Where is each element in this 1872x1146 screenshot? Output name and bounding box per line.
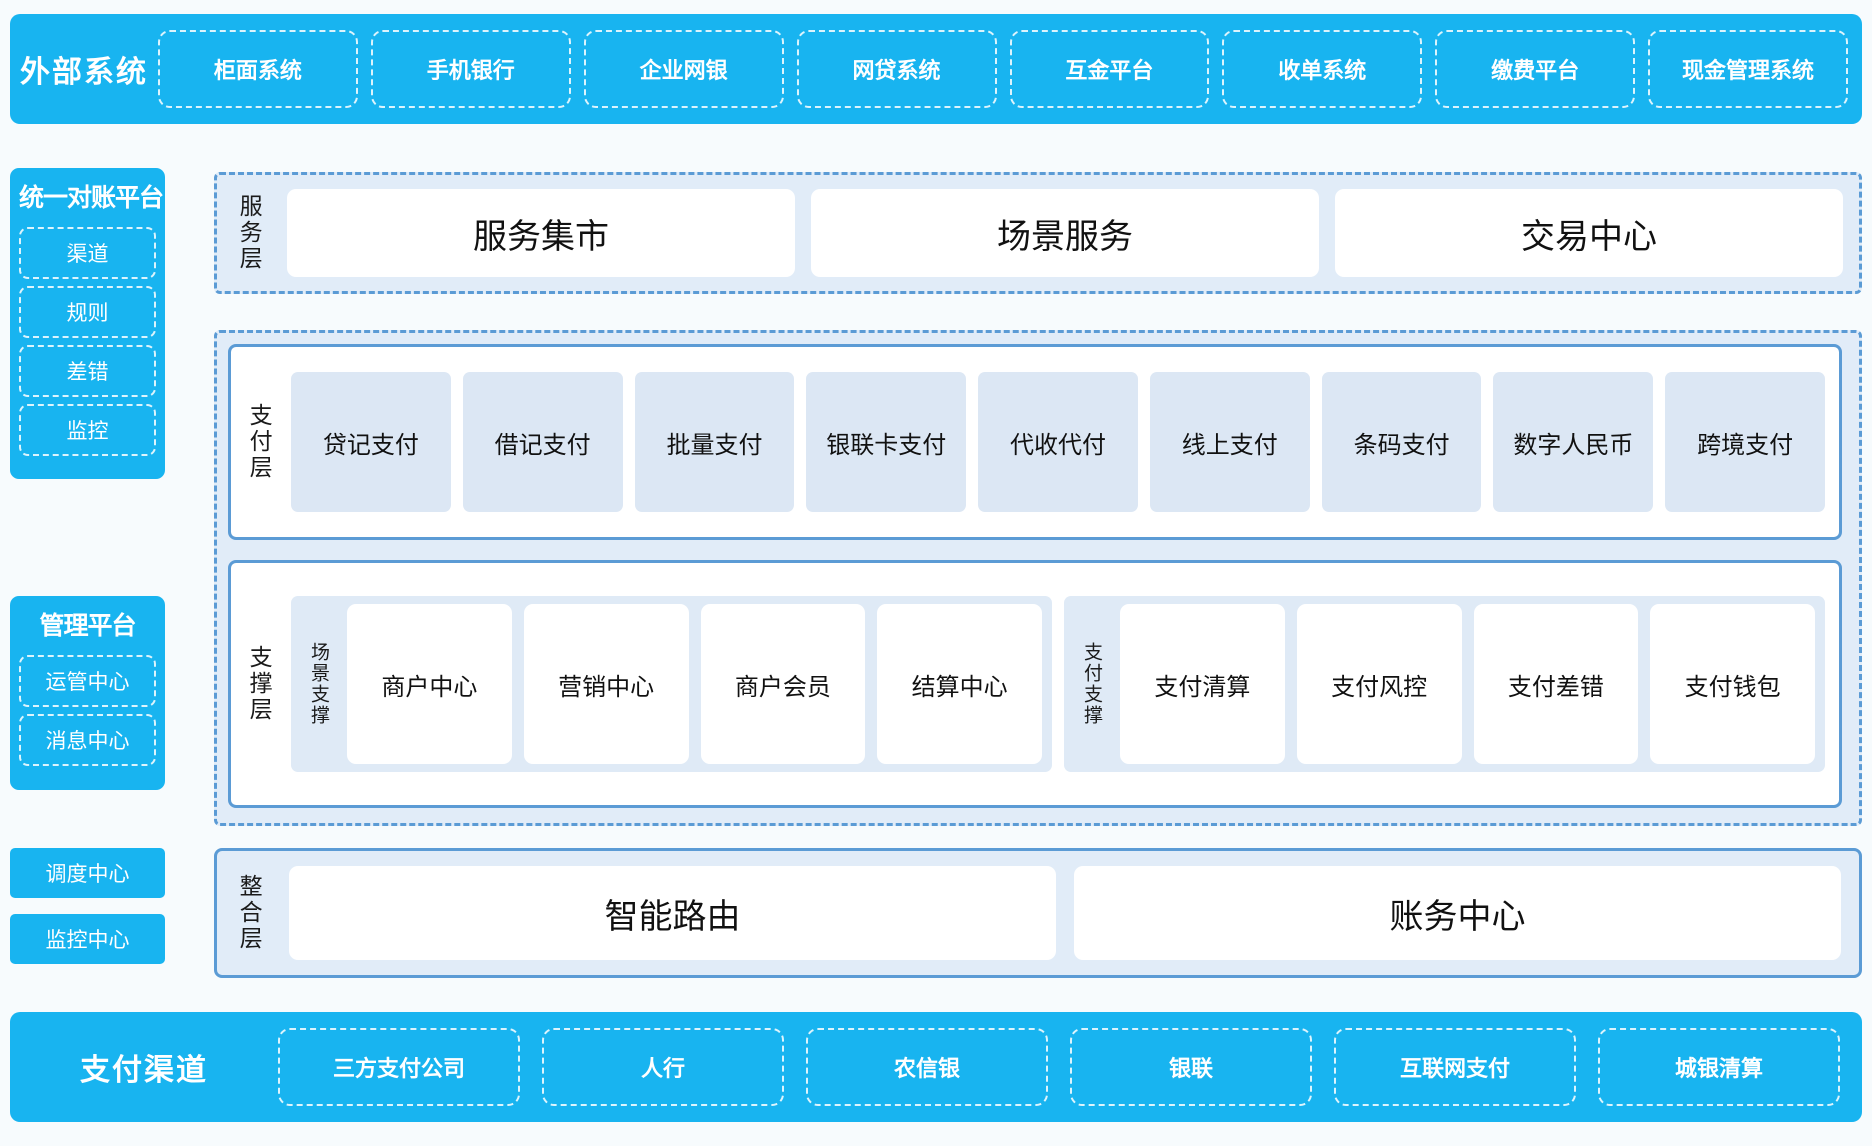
reconciliation-item-monitor[interactable]: 监控 — [19, 404, 156, 456]
external-system-chip[interactable]: 企业网银 — [583, 30, 784, 108]
payment-channel-chip[interactable]: 三方支付公司 — [278, 1028, 520, 1106]
payment-layer-label: 支付层 — [246, 403, 273, 481]
external-system-chip[interactable]: 网贷系统 — [796, 30, 997, 108]
service-tile-transaction-center[interactable]: 交易中心 — [1335, 189, 1843, 277]
monitoring-center-card[interactable]: 监控中心 — [10, 914, 165, 964]
service-layer-container: 服务层 服务集市 场景服务 交易中心 — [214, 172, 1862, 294]
support-tile-settlement-center[interactable]: 结算中心 — [877, 604, 1042, 764]
payment-tile-batch[interactable]: 批量支付 — [634, 372, 795, 512]
external-system-chip[interactable]: 互金平台 — [1009, 30, 1210, 108]
payment-channels-title: 支付渠道 — [80, 1054, 208, 1087]
service-tile-marketplace[interactable]: 服务集市 — [287, 189, 795, 277]
service-tile-scenario[interactable]: 场景服务 — [811, 189, 1319, 277]
integration-layer-label: 整合层 — [236, 874, 263, 952]
management-platform-title: 管理平台 — [39, 612, 136, 640]
scheduling-center-card[interactable]: 调度中心 — [10, 848, 165, 898]
payment-tile-collection-payment[interactable]: 代收代付 — [978, 372, 1138, 512]
reconciliation-item-error[interactable]: 差错 — [19, 345, 156, 397]
support-tile-payment-risk[interactable]: 支付风控 — [1296, 604, 1462, 764]
payment-tile-barcode[interactable]: 条码支付 — [1321, 372, 1482, 512]
support-group-payment-label: 支付支撑 — [1080, 642, 1102, 726]
integration-tile-smart-routing[interactable]: 智能路由 — [289, 866, 1056, 960]
support-tile-merchant-member[interactable]: 商户会员 — [700, 604, 866, 764]
support-tile-merchant-center[interactable]: 商户中心 — [347, 604, 512, 764]
external-system-chip[interactable]: 现金管理系统 — [1648, 30, 1848, 108]
payment-layer-panel: 支付层 贷记支付 借记支付 批量支付 银联卡支付 代收代付 线上支付 条码支付 … — [228, 344, 1842, 540]
support-group-scenario-label: 场景支撑 — [307, 642, 329, 726]
reconciliation-item-channel[interactable]: 渠道 — [19, 227, 156, 279]
payment-tile-credit[interactable]: 贷记支付 — [291, 372, 451, 512]
support-group-scenario: 场景支撑 商户中心 营销中心 商户会员 结算中心 — [291, 596, 1052, 772]
payment-tile-online[interactable]: 线上支付 — [1149, 372, 1310, 512]
payment-channels-bar: 支付渠道 三方支付公司 人行 农信银 银联 互联网支付 城银清算 — [10, 1012, 1862, 1122]
external-system-chip[interactable]: 手机银行 — [370, 30, 571, 108]
support-tile-payment-error[interactable]: 支付差错 — [1473, 604, 1639, 764]
external-system-chip[interactable]: 柜面系统 — [158, 30, 358, 108]
payment-channel-chip[interactable]: 城银清算 — [1598, 1028, 1840, 1106]
management-platform-card[interactable]: 管理平台 运管中心 消息中心 — [10, 596, 165, 790]
reconciliation-platform-card[interactable]: 统一对账平台 渠道 规则 差错 监控 — [10, 168, 165, 479]
management-item-message-center[interactable]: 消息中心 — [19, 714, 156, 766]
reconciliation-item-rule[interactable]: 规则 — [19, 286, 156, 338]
reconciliation-platform-title: 统一对账平台 — [19, 184, 164, 212]
external-system-chip[interactable]: 收单系统 — [1222, 30, 1423, 108]
payment-channel-chip[interactable]: 农信银 — [806, 1028, 1048, 1106]
support-tile-payment-clearing[interactable]: 支付清算 — [1120, 604, 1285, 764]
management-item-operations-center[interactable]: 运管中心 — [19, 655, 156, 707]
payment-tile-debit[interactable]: 借记支付 — [462, 372, 623, 512]
support-tile-marketing-center[interactable]: 营销中心 — [523, 604, 689, 764]
payment-tile-cross-border[interactable]: 跨境支付 — [1665, 372, 1826, 512]
external-systems-title: 外部系统 — [20, 56, 148, 89]
integration-tile-accounting-center[interactable]: 账务中心 — [1074, 866, 1841, 960]
external-systems-bar: 外部系统 柜面系统 手机银行 企业网银 网贷系统 互金平台 收单系统 缴费平台 … — [10, 14, 1862, 124]
integration-layer-container: 整合层 智能路由 账务中心 — [214, 848, 1862, 978]
payment-tile-unionpay-card[interactable]: 银联卡支付 — [806, 372, 967, 512]
payment-channel-chip[interactable]: 人行 — [542, 1028, 784, 1106]
external-system-chip[interactable]: 缴费平台 — [1435, 30, 1636, 108]
payment-channel-chip[interactable]: 互联网支付 — [1334, 1028, 1576, 1106]
payment-channel-chip[interactable]: 银联 — [1070, 1028, 1312, 1106]
support-layer-label: 支撑层 — [246, 645, 273, 723]
support-layer-panel: 支撑层 场景支撑 商户中心 营销中心 商户会员 结算中心 支付支撑 支付清算 支… — [228, 560, 1842, 808]
payment-tile-digital-rmb[interactable]: 数字人民币 — [1493, 372, 1654, 512]
support-group-payment: 支付支撑 支付清算 支付风控 支付差错 支付钱包 — [1064, 596, 1825, 772]
service-layer-label: 服务层 — [236, 194, 263, 272]
support-tile-payment-wallet[interactable]: 支付钱包 — [1650, 604, 1815, 764]
core-layer-container: 支付层 贷记支付 借记支付 批量支付 银联卡支付 代收代付 线上支付 条码支付 … — [214, 330, 1862, 826]
